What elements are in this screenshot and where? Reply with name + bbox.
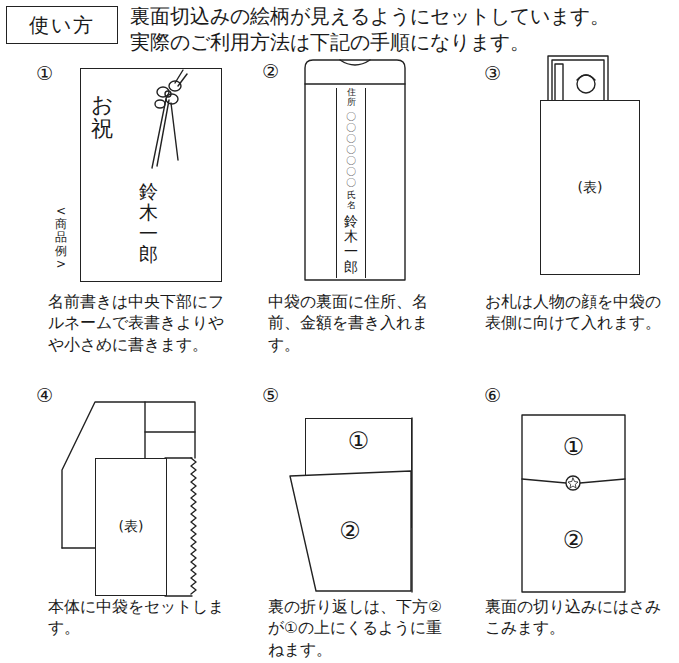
closed-lower-half: ②	[522, 487, 625, 592]
step-number: ⑥	[484, 384, 501, 406]
node-text: (表)	[578, 179, 603, 197]
inner-bag: (表)	[95, 458, 167, 596]
step-caption: 本体に中袋をセットします。	[48, 597, 226, 640]
step-number: ⑤	[262, 384, 279, 406]
mizuhiki-knot	[152, 70, 187, 168]
node-text: ②	[339, 517, 361, 545]
step-caption: お札は人物の顔を中袋の表側に向けて入れます。	[485, 292, 663, 335]
sample-note: <商品例>	[55, 205, 67, 271]
header-note: 実際のご利用方法は下記の手順になります。	[130, 29, 530, 56]
node-text: 鈴木一郎	[139, 181, 158, 265]
lower-flap: ②	[288, 470, 412, 592]
node-text: 住所	[347, 88, 356, 108]
outer-body	[62, 402, 196, 596]
step-number: ②	[262, 60, 279, 82]
step-caption: 裏面の切り込みにはさみこみます。	[485, 597, 663, 640]
name-strip: 住所〇〇〇〇〇〇〇氏名鈴木一郎	[336, 88, 366, 278]
closed-upper-half: ①	[522, 415, 625, 479]
node-text: ①	[563, 433, 585, 461]
node-text: ②	[563, 526, 585, 554]
step-caption: 中袋の裏面に住所、名前、金額を書き入れます。	[268, 292, 446, 356]
node-text: (表)	[119, 518, 144, 536]
node-text: 〇〇〇〇〇〇〇	[346, 111, 356, 188]
header-note: 裏面切込みの絵柄が見えるようにセットしています。	[130, 3, 610, 30]
node-text: 使い方	[29, 12, 95, 39]
node-text: 鈴木一郎	[344, 214, 358, 276]
node-text: お祝	[91, 93, 113, 141]
step-number: ④	[36, 384, 53, 406]
step-caption: 名前書きは中央下部にフルネームで表書きよりやや小さめに書きます。	[48, 292, 226, 356]
envelope-front: お祝鈴木一郎	[80, 68, 222, 282]
node-text: 氏名	[347, 191, 356, 211]
flap-shape	[290, 471, 411, 591]
step-number: ③	[484, 62, 501, 84]
envelope-with-note: (表)	[540, 100, 640, 275]
title-box: 使い方	[6, 6, 118, 44]
node-text: ①	[348, 427, 370, 455]
inner-envelope	[305, 60, 405, 280]
step-number: ①	[36, 62, 53, 84]
closed-back	[522, 415, 625, 592]
step-caption: 裏の折り返しは、下方②が①の上にくるように重ねます。	[268, 597, 446, 661]
zigzag-edge	[191, 458, 196, 594]
